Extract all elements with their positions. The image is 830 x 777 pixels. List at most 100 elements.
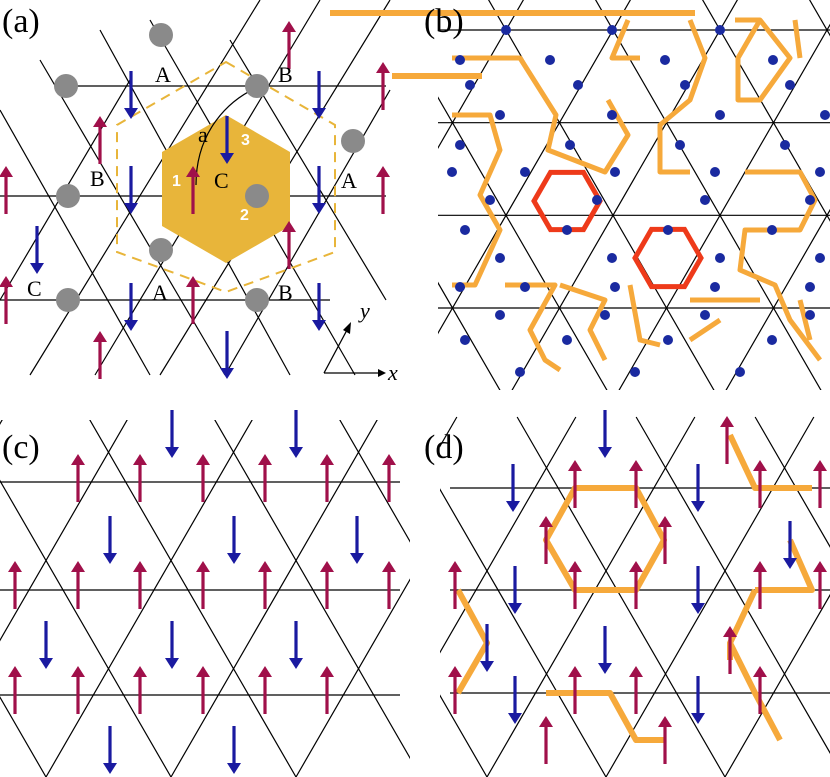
spin-up-arrow-head bbox=[723, 626, 737, 637]
panel-d-bond bbox=[440, 416, 577, 654]
spin-up-arrow-head bbox=[568, 561, 582, 572]
site-dot bbox=[767, 335, 777, 345]
site-dot bbox=[780, 140, 790, 150]
panel-b-bond bbox=[0, 0, 647, 777]
spin-down-arrow-head bbox=[39, 658, 53, 669]
site-dot bbox=[710, 167, 720, 177]
spin-up-arrow-head bbox=[568, 666, 582, 677]
panel-c-spin-arrows bbox=[8, 410, 396, 774]
bond-number-1: 1 bbox=[172, 173, 181, 190]
spin-down-arrow-head bbox=[220, 368, 234, 379]
site-dot bbox=[715, 25, 725, 35]
spin-up-arrow-head bbox=[539, 516, 553, 527]
bond-number-3: 3 bbox=[241, 132, 250, 149]
spin-up-arrow-head bbox=[813, 561, 827, 572]
spin-down-arrow-head bbox=[350, 553, 364, 564]
panel-label-d: (d) bbox=[424, 429, 464, 466]
spin-up-arrow-head bbox=[0, 166, 13, 177]
panel-label-b: (b) bbox=[424, 3, 464, 40]
spin-up-arrow-head bbox=[258, 666, 272, 677]
panel-d-bond bbox=[440, 416, 458, 448]
spin-up-arrow-head bbox=[376, 166, 390, 177]
site-dot bbox=[663, 225, 673, 235]
panel-b-bond bbox=[0, 0, 219, 777]
orange-path bbox=[737, 169, 822, 362]
site-dot bbox=[600, 310, 610, 320]
spin-up-arrow-head bbox=[93, 116, 107, 127]
spin-down-arrow-head bbox=[103, 553, 117, 564]
panel-d-bond bbox=[754, 416, 830, 548]
axis-x-label: x bbox=[387, 360, 398, 385]
panel-c-bond bbox=[170, 420, 378, 777]
site-dot bbox=[820, 110, 830, 120]
panel-a-hexagon bbox=[162, 115, 290, 263]
orange-path bbox=[727, 433, 812, 491]
site-dot bbox=[460, 335, 470, 345]
spin-up-arrow-head bbox=[71, 454, 85, 465]
spin-up-arrow-head bbox=[282, 221, 296, 232]
site-label-a-1: A bbox=[155, 62, 171, 87]
site-dot bbox=[562, 335, 572, 345]
site-dot bbox=[675, 140, 685, 150]
spin-up-arrow-head bbox=[658, 516, 672, 527]
spin-down-arrow-head bbox=[103, 763, 117, 774]
spin-up-arrow-head bbox=[71, 561, 85, 572]
panel-c-bond bbox=[0, 696, 47, 777]
site-dot bbox=[520, 282, 530, 292]
panel-c-bond bbox=[0, 420, 128, 642]
spin-down-arrow-head bbox=[165, 447, 179, 458]
site-dot bbox=[735, 367, 745, 377]
panel-b-bond bbox=[0, 0, 410, 777]
panel-c-bond bbox=[214, 420, 410, 760]
orange-path bbox=[797, 299, 813, 341]
site-dot bbox=[805, 310, 815, 320]
spin-up-arrow-head bbox=[133, 561, 147, 572]
site-dot bbox=[455, 140, 465, 150]
spin-down-arrow-head bbox=[691, 713, 705, 724]
spin-up-arrow-head bbox=[720, 416, 734, 427]
gray-site bbox=[245, 288, 269, 312]
site-dot bbox=[495, 110, 505, 120]
site-label-b-3: B bbox=[278, 280, 293, 305]
panel-d-bond bbox=[41, 417, 249, 777]
site-dot bbox=[607, 110, 617, 120]
panel-b-bond bbox=[0, 0, 517, 777]
panel-b-bond bbox=[701, 0, 830, 222]
spin-up-arrow-head bbox=[539, 716, 553, 727]
spin-up-arrow-head bbox=[448, 666, 462, 677]
panel-b-bond bbox=[487, 0, 715, 390]
spin-up-arrow-head bbox=[658, 716, 672, 727]
site-dot bbox=[460, 225, 470, 235]
site-dot bbox=[501, 25, 511, 35]
panel-b-bond bbox=[438, 0, 632, 335]
site-dot bbox=[715, 253, 725, 263]
panel-d-bond bbox=[0, 417, 130, 777]
panel-c-bond bbox=[89, 420, 297, 777]
spin-up-arrow-head bbox=[186, 166, 200, 177]
spin-up-arrow-head bbox=[320, 666, 334, 677]
spin-up-arrow-head bbox=[382, 454, 396, 465]
panel-b-bond bbox=[686, 0, 830, 777]
spin-up-arrow-head bbox=[282, 21, 296, 32]
site-dot bbox=[700, 195, 710, 205]
panel-d-bond bbox=[605, 416, 815, 777]
spin-down-arrow-head bbox=[480, 661, 494, 672]
panel-d-spin-arrows bbox=[448, 410, 827, 764]
panel-b-bond bbox=[0, 0, 624, 777]
site-dot bbox=[610, 282, 620, 292]
panel-b-bond bbox=[0, 0, 433, 777]
site-dot bbox=[447, 167, 457, 177]
orange-path bbox=[452, 55, 631, 175]
site-dot bbox=[592, 195, 602, 205]
gray-site bbox=[56, 184, 80, 208]
panel-d bbox=[0, 410, 830, 777]
gray-site bbox=[56, 288, 80, 312]
axis-y-label: y bbox=[358, 298, 370, 323]
panel-b-sites bbox=[447, 25, 830, 377]
site-dot bbox=[455, 55, 465, 65]
bond-number-2: 2 bbox=[240, 207, 249, 224]
site-dot bbox=[520, 167, 530, 177]
panel-b-orange-paths bbox=[452, 17, 822, 373]
